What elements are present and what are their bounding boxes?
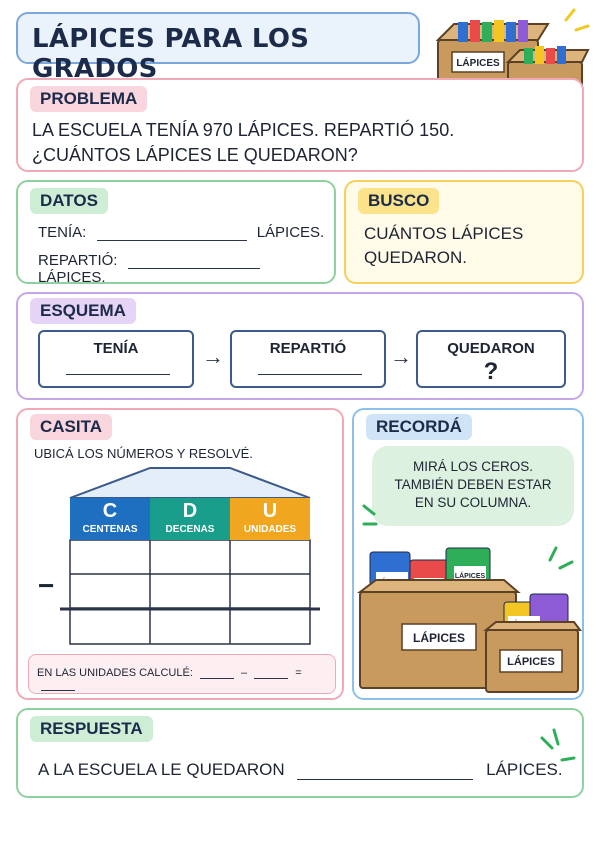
units-equals: = — [295, 667, 302, 679]
house-roof — [69, 467, 311, 499]
box-label-6: LÁPICES — [413, 630, 465, 645]
repartio-label: REPARTIÓ: — [38, 252, 118, 269]
column-unidades: U UNIDADES — [230, 498, 310, 540]
scheme-question-mark: ? — [483, 358, 499, 385]
sparkle-icon — [564, 8, 590, 32]
busco-section: BUSCO CUÁNTOS LÁPICES QUEDARON. — [344, 180, 584, 284]
scheme-box-tenia: TENÍA — [38, 330, 194, 388]
units-calculation: EN LAS UNIDADES CALCULÉ: – = — [28, 654, 336, 694]
minus-operator: − — [38, 570, 55, 601]
sparkle-icon — [540, 728, 576, 762]
esquema-tag: ESQUEMA — [30, 298, 136, 324]
arrow-right-icon: → — [390, 344, 412, 369]
units-blank-1[interactable] — [199, 678, 234, 679]
column-letter-c: C — [102, 500, 118, 522]
busco-text: CUÁNTOS LÁPICES QUEDARON. — [364, 222, 574, 270]
datos-row-tenia: TENÍA: LÁPICES. — [38, 224, 324, 241]
tenia-unit: LÁPICES. — [256, 224, 325, 241]
scheme-label-repartio: REPARTIÓ — [269, 340, 347, 357]
busco-line-2: QUEDARON. — [364, 248, 467, 267]
busco-tag: BUSCO — [358, 188, 440, 214]
reminder-bubble: MIRÁ LOS CEROS. TAMBIÉN DEBEN ESTAR EN S… — [372, 446, 574, 526]
place-value-house — [60, 467, 320, 645]
scheme-blank-repartio[interactable] — [258, 374, 362, 375]
title-banner: LÁPICES PARA LOS GRADOS — [16, 12, 420, 84]
digit-grid[interactable] — [69, 539, 311, 645]
datos-row-repartio: REPARTIÓ: LÁPICES. — [38, 252, 334, 286]
reminder-line-2: TAMBIÉN DEBEN ESTAR — [394, 477, 552, 492]
units-blank-3[interactable] — [41, 690, 75, 691]
reminder-text: MIRÁ LOS CEROS. TAMBIÉN DEBEN ESTAR EN S… — [372, 458, 574, 512]
scheme-box-quedaron: QUEDARON ? — [416, 330, 566, 388]
tenia-blank[interactable] — [96, 240, 247, 241]
sparkle-icon — [362, 504, 574, 570]
datos-tag: DATOS — [30, 188, 108, 214]
recorda-boxes-illustration: LÁPICES LÁPICES LÁPICES LÁPICES LÁPICES … — [357, 504, 582, 693]
casita-tag: CASITA — [30, 414, 113, 440]
tenia-label: TENÍA: — [38, 224, 87, 241]
esquema-section: ESQUEMA TENÍA → REPARTIÓ → QUEDARON ? — [16, 292, 584, 400]
repartio-blank[interactable] — [127, 268, 260, 269]
casita-instruction: UBICÁ LOS NÚMEROS Y RESOLVÉ. — [34, 446, 253, 461]
busco-line-1: CUÁNTOS LÁPICES — [364, 224, 524, 243]
respuesta-tag: RESPUESTA — [30, 716, 153, 742]
box-label-5: LÁPICES — [455, 571, 486, 580]
column-centenas: C CENTENAS — [70, 498, 150, 540]
box-label-8: LÁPICES — [507, 655, 555, 668]
reminder-line-1: MIRÁ LOS CEROS. — [412, 459, 534, 474]
respuesta-after: LÁPICES. — [486, 760, 563, 779]
box-label-1: LÁPICES — [456, 56, 500, 69]
scheme-label-quedaron: QUEDARON — [447, 340, 535, 357]
reminder-line-3: EN SU COLUMNA. — [414, 495, 532, 510]
arrow-right-icon: → — [202, 344, 224, 369]
units-blank-2[interactable] — [254, 678, 289, 679]
respuesta-before: A LA ESCUELA LE QUEDARON — [38, 760, 285, 779]
problema-line-2: ¿CUÁNTOS LÁPICES LE QUEDARON? — [32, 145, 358, 165]
column-letter-u: U — [262, 500, 278, 522]
column-name-decenas: DECENAS — [165, 524, 215, 535]
page-title: LÁPICES PARA LOS GRADOS — [32, 24, 310, 84]
recorda-section: RECORDÁ MIRÁ LOS CEROS. TAMBIÉN DEBEN ES… — [352, 408, 584, 700]
respuesta-section: RESPUESTA A LA ESCUELA LE QUEDARON LÁPIC… — [16, 708, 584, 798]
column-decenas: D DECENAS — [150, 498, 230, 540]
problema-line-1: LA ESCUELA TENÍA 970 LÁPICES. REPARTIÓ 1… — [32, 120, 455, 140]
column-name-centenas: CENTENAS — [82, 524, 138, 535]
repartio-unit: LÁPICES. — [38, 269, 106, 286]
column-name-unidades: UNIDADES — [243, 524, 297, 535]
casita-section: CASITA UBICÁ LOS NÚMEROS Y RESOLVÉ. C CE… — [16, 408, 344, 700]
units-minus: – — [241, 667, 248, 679]
units-calc-row: EN LAS UNIDADES CALCULÉ: – = — [37, 667, 335, 691]
scheme-box-repartio: REPARTIÓ — [230, 330, 386, 388]
problema-text: LA ESCUELA TENÍA 970 LÁPICES. REPARTIÓ 1… — [32, 118, 572, 168]
units-calc-label: EN LAS UNIDADES CALCULÉ: — [37, 667, 193, 679]
scheme-label-tenia: TENÍA — [93, 340, 139, 357]
problema-section: PROBLEMA LA ESCUELA TENÍA 970 LÁPICES. R… — [16, 78, 584, 172]
column-letter-d: D — [182, 500, 198, 522]
recorda-tag: RECORDÁ — [366, 414, 472, 440]
datos-section: DATOS TENÍA: LÁPICES. REPARTIÓ: LÁPICES. — [16, 180, 336, 286]
respuesta-sentence: A LA ESCUELA LE QUEDARON LÁPICES. — [38, 760, 563, 780]
respuesta-blank[interactable] — [297, 779, 474, 780]
problema-tag: PROBLEMA — [30, 86, 148, 112]
scheme-blank-tenia[interactable] — [66, 374, 170, 375]
